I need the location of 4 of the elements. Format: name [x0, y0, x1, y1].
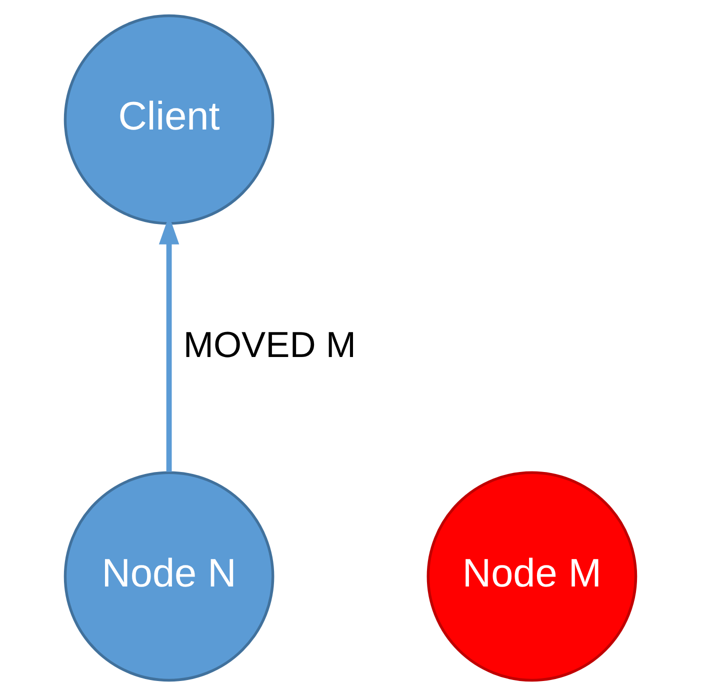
- node-circle: Node N: [64, 471, 274, 682]
- node-circle: Client: [64, 14, 274, 225]
- edge-label: MOVED M: [183, 324, 356, 366]
- node-circle: Node M: [426, 471, 638, 682]
